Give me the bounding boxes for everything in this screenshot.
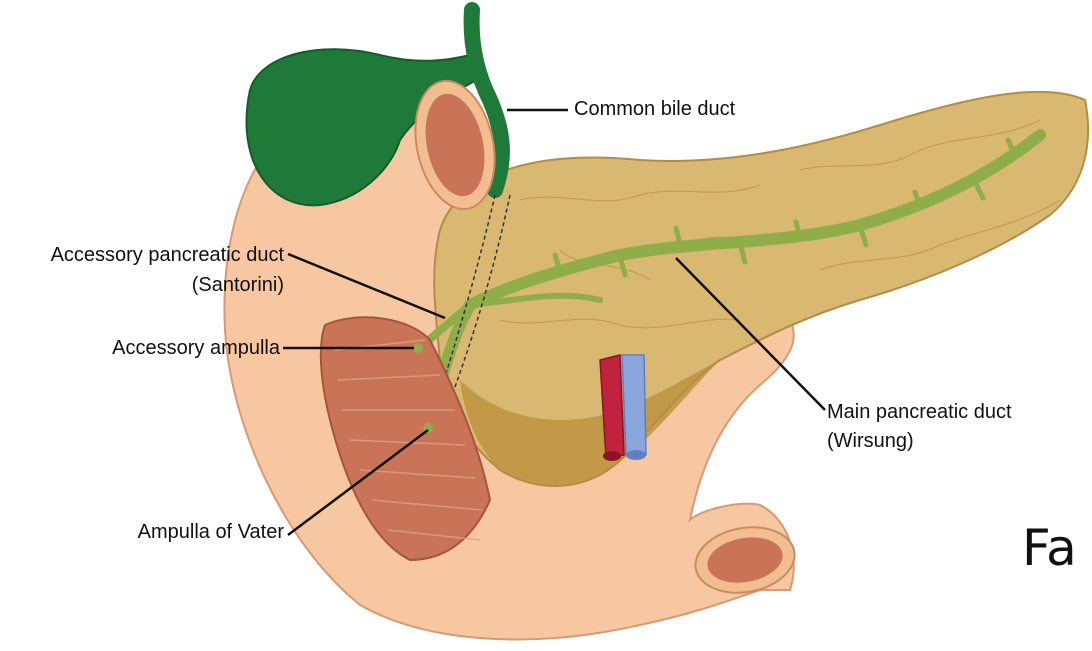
label-common-bile-duct: Common bile duct [574,97,735,121]
accessory-ampulla-marker [413,343,423,353]
pancreas [434,92,1088,486]
label-main-pancreatic-duct-wirsung: (Wirsung) [827,429,914,453]
cropped-slide-text: Fa [1022,520,1077,576]
label-main-pancreatic-duct: Main pancreatic duct [827,400,1012,424]
label-accessory-pancreatic-duct-santorini: (Santorini) [8,273,284,297]
label-accessory-ampulla: Accessory ampulla [8,336,280,360]
label-ampulla-of-vater: Ampulla of Vater [8,520,284,544]
label-accessory-pancreatic-duct: Accessory pancreatic duct [8,243,284,267]
